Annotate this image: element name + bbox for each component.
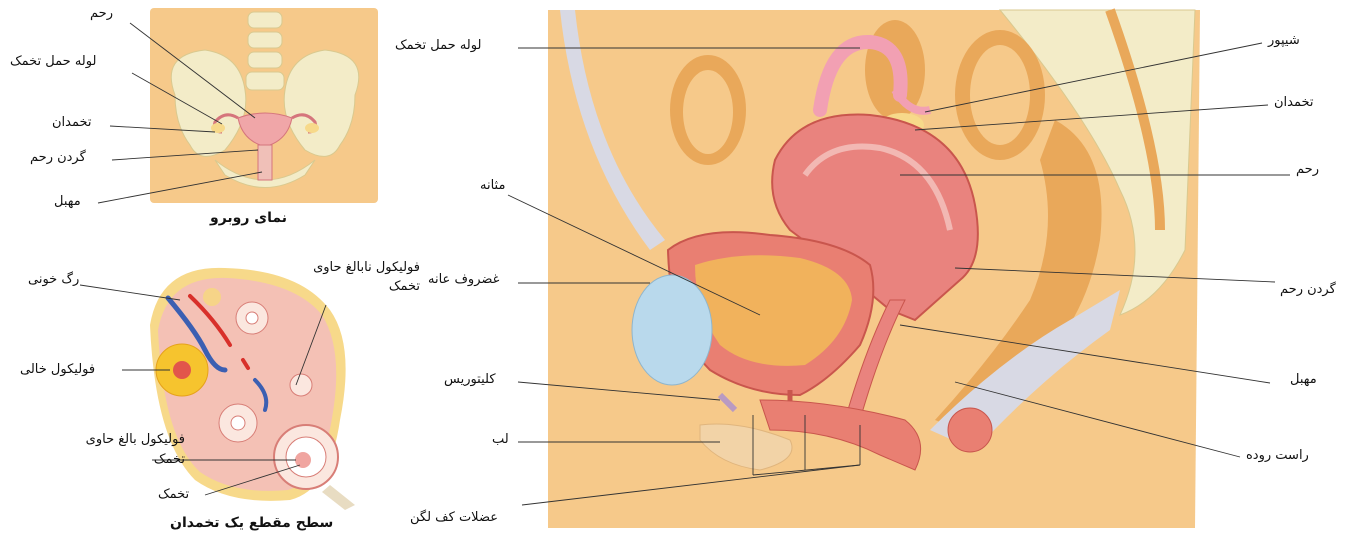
ovary-section-illustration [150,268,355,510]
front-fallopian-tube-label: لوله حمل تخمک [10,54,96,69]
ovary-blood-vessel-label: رگ خونی [28,272,79,287]
side-fallopian-tube-label: لوله حمل تخمک [395,38,481,53]
front-vagina-label: مهبل [54,194,81,209]
ovary-immature-follicle-label: فولیکول نابالغ حاوی تخمک [312,258,420,296]
front-view-caption: نمای روبرو [210,210,287,226]
front-view-illustration [150,8,378,203]
ovary-section-caption: سطح مقطع یک تخمدان [170,515,333,531]
side-labia-label: لب [492,432,509,447]
front-ovary-label: تخمدان [52,115,92,130]
side-uterus-label: رحم [1296,162,1319,177]
side-rectum-label: راست روده [1246,448,1309,463]
ovary-egg-label: تخمک [158,487,189,502]
front-cervix-label: گردن رحم [30,150,86,165]
ovary-mature-follicle-label: فولیکول بالغ حاوی تخمک [60,430,185,470]
front-uterus-label: رحم [90,6,113,21]
side-ovary-label: تخمدان [1274,95,1314,110]
side-fimbriae-label: شیپور [1268,33,1300,48]
side-vagina-label: مهبل [1290,372,1317,387]
side-view-illustration [548,10,1200,528]
ovary-empty-follicle-label: فولیکول خالی [20,362,95,377]
side-bladder-label: مثانه [480,178,505,193]
side-clitoris-label: کلیتوریس [444,372,496,387]
side-cervix-label: گردن رحم [1280,282,1336,297]
side-pelvic-floor-muscles-label: عضلات کف لگن [410,510,498,525]
side-pubic-bone-label: غضروف عانه [428,272,499,287]
